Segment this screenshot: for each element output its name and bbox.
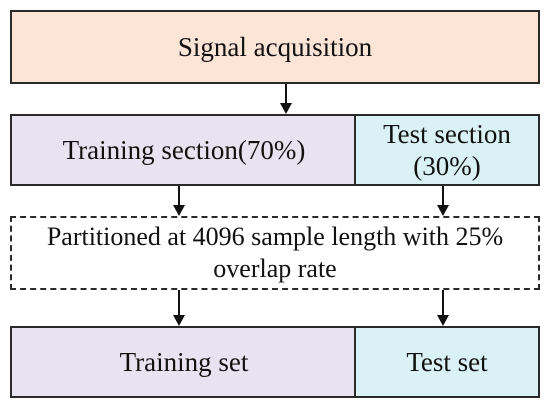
arrow-partition-to-test-set [436,290,450,326]
training-section-box: Training section(70%) [10,114,356,186]
arrow-test-to-partition [436,186,450,216]
training-set-label: Training set [119,346,249,377]
signal-acquisition-box: Signal acquisition [10,10,540,84]
arrow-partition-to-training-set [172,290,186,326]
arrow-training-to-partition [172,186,186,216]
partition-box: Partitioned at 4096 sample length with 2… [10,216,540,290]
test-set-box: Test set [354,326,540,398]
test-set-label: Test set [406,346,488,377]
test-section-box: Test section (30%) [354,114,540,186]
partition-label: Partitioned at 4096 sample length with 2… [46,221,504,284]
training-section-label: Training section(70%) [62,134,306,165]
signal-acquisition-label: Signal acquisition [177,31,373,62]
arrow-acquisition-to-split [279,84,293,114]
training-set-box: Training set [10,326,356,398]
test-section-label: Test section (30%) [383,118,511,181]
